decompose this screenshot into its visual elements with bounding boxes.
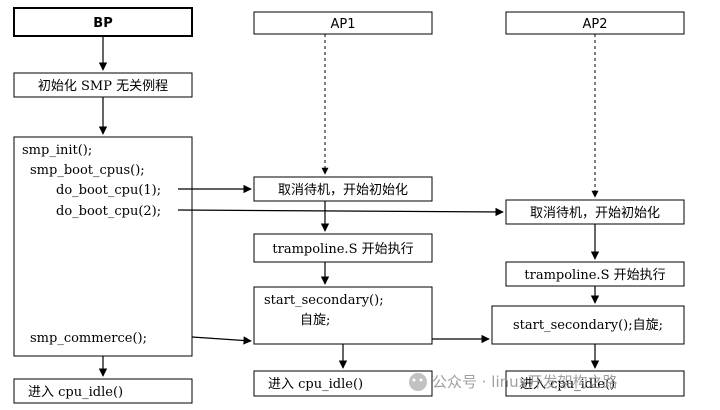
ap1-header-box: AP1 [253, 11, 433, 35]
bp-smp-init: smp_init(); [22, 143, 92, 158]
bp-do-boot-cpu-2: do_boot_cpu(2); [56, 204, 161, 219]
ap1-spin: 自旋; [300, 313, 330, 328]
bp-do-boot-cpu-1: do_boot_cpu(1); [56, 183, 161, 198]
ap1-title: AP1 [330, 17, 355, 32]
ap2-secondary-box: start_secondary();自旋; [491, 305, 685, 345]
bp-idle-box: 进入 cpu_idle() [13, 378, 193, 404]
bp-header-box: BP [13, 7, 193, 37]
bp-idle-label: 进入 cpu_idle() [28, 385, 123, 400]
ap2-start-secondary-spin: start_secondary();自旋; [513, 318, 663, 333]
ap2-trampoline-box: trampoline.S 开始执行 [505, 261, 685, 287]
ap1-secondary-box: start_secondary(); 自旋; [253, 286, 433, 345]
bp-smp-commerce: smp_commerce(); [30, 331, 147, 346]
ap1-start-secondary: start_secondary(); [264, 293, 384, 308]
ap2-idle-box: 进入 cpu_idle() [505, 370, 685, 397]
arrow-boot-cpu2-to-ap2 [177, 207, 504, 217]
bp-init-box: 初始化 SMP 无关例程 [13, 72, 193, 98]
bp-title: BP [93, 16, 112, 31]
ap1-trampoline-box: trampoline.S 开始执行 [253, 233, 433, 263]
ap1-idle-label: 进入 cpu_idle() [268, 377, 363, 392]
ap2-trampoline-label: trampoline.S 开始执行 [524, 268, 665, 283]
watermark-text: 公众号 · linux开发架构之路 [432, 373, 618, 391]
ap2-header-box: AP2 [505, 11, 685, 35]
bp-main-box: smp_init(); smp_boot_cpus(); do_boot_cpu… [13, 136, 193, 357]
bp-smp-boot-cpus: smp_boot_cpus(); [30, 163, 145, 178]
ap2-wake-label: 取消待机，开始初始化 [530, 206, 660, 221]
ap1-idle-box: 进入 cpu_idle() [253, 370, 433, 397]
watermark: 公众号 · linux开发架构之路 [409, 373, 618, 391]
ap1-trampoline-label: trampoline.S 开始执行 [272, 242, 413, 257]
ap1-wake-box: 取消待机，开始初始化 [253, 176, 433, 202]
ap2-title: AP2 [582, 17, 607, 32]
wechat-icon [409, 373, 427, 391]
ap2-wake-box: 取消待机，开始初始化 [505, 199, 685, 225]
arrow-commerce-to-ap1 [191, 336, 252, 345]
ap1-wake-label: 取消待机，开始初始化 [278, 183, 408, 198]
ap2-idle-label: 进入 cpu_idle() [520, 377, 615, 392]
bp-init-label: 初始化 SMP 无关例程 [38, 79, 168, 94]
